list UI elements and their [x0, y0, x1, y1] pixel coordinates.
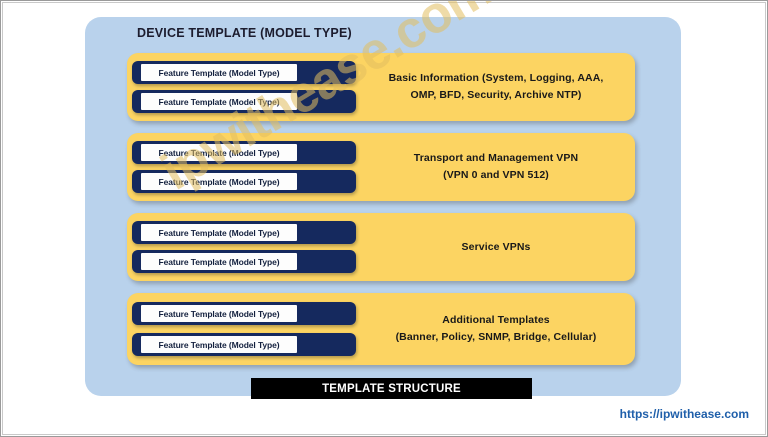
feature-template-label: Feature Template (Model Type) — [141, 173, 297, 190]
section-caption-line1: Service VPNs — [461, 240, 531, 253]
feature-template-box: Feature Template (Model Type) — [132, 61, 356, 84]
feature-template-box: Feature Template (Model Type) — [132, 333, 356, 356]
feature-template-label: Feature Template (Model Type) — [141, 64, 297, 81]
template-structure-label: TEMPLATE STRUCTURE — [322, 382, 461, 395]
feature-template-label: Feature Template (Model Type) — [141, 224, 297, 241]
section-caption-line1: Transport and Management VPN — [413, 152, 579, 164]
template-section-basic-information: Feature Template (Model Type) Feature Te… — [127, 53, 635, 121]
feature-template-label: Feature Template (Model Type) — [141, 144, 297, 161]
section-caption: Service VPNs — [367, 213, 625, 281]
template-section-additional-templates: Feature Template (Model Type) Feature Te… — [127, 293, 635, 365]
template-section-service-vpns: Feature Template (Model Type) Feature Te… — [127, 213, 635, 281]
feature-template-label: Feature Template (Model Type) — [141, 336, 297, 353]
feature-template-label: Feature Template (Model Type) — [141, 253, 297, 270]
feature-template-box: Feature Template (Model Type) — [132, 90, 356, 113]
section-caption-line2: (Banner, Policy, SNMP, Bridge, Cellular) — [395, 331, 597, 343]
feature-template-box: Feature Template (Model Type) — [132, 302, 356, 325]
template-structure-bar: TEMPLATE STRUCTURE — [251, 378, 532, 399]
section-caption: Basic Information (System, Logging, AAA,… — [367, 53, 625, 121]
device-template-title: DEVICE TEMPLATE (MODEL TYPE) — [137, 26, 352, 40]
template-section-transport-management-vpn: Feature Template (Model Type) Feature Te… — [127, 133, 635, 201]
site-url-link[interactable]: https://ipwithease.com — [619, 407, 749, 421]
section-caption-line2: (VPN 0 and VPN 512) — [443, 169, 549, 181]
feature-template-box: Feature Template (Model Type) — [132, 221, 356, 244]
feature-template-box: Feature Template (Model Type) — [132, 170, 356, 193]
section-caption: Transport and Management VPN (VPN 0 and … — [367, 133, 625, 201]
feature-template-box: Feature Template (Model Type) — [132, 141, 356, 164]
section-caption-line2: OMP, BFD, Security, Archive NTP) — [410, 89, 582, 101]
feature-template-box: Feature Template (Model Type) — [132, 250, 356, 273]
section-caption-line1: Additional Templates — [442, 314, 550, 326]
section-caption: Additional Templates (Banner, Policy, SN… — [367, 293, 625, 365]
section-caption-line1: Basic Information (System, Logging, AAA, — [388, 72, 604, 84]
feature-template-label: Feature Template (Model Type) — [141, 93, 297, 110]
feature-template-label: Feature Template (Model Type) — [141, 305, 297, 322]
